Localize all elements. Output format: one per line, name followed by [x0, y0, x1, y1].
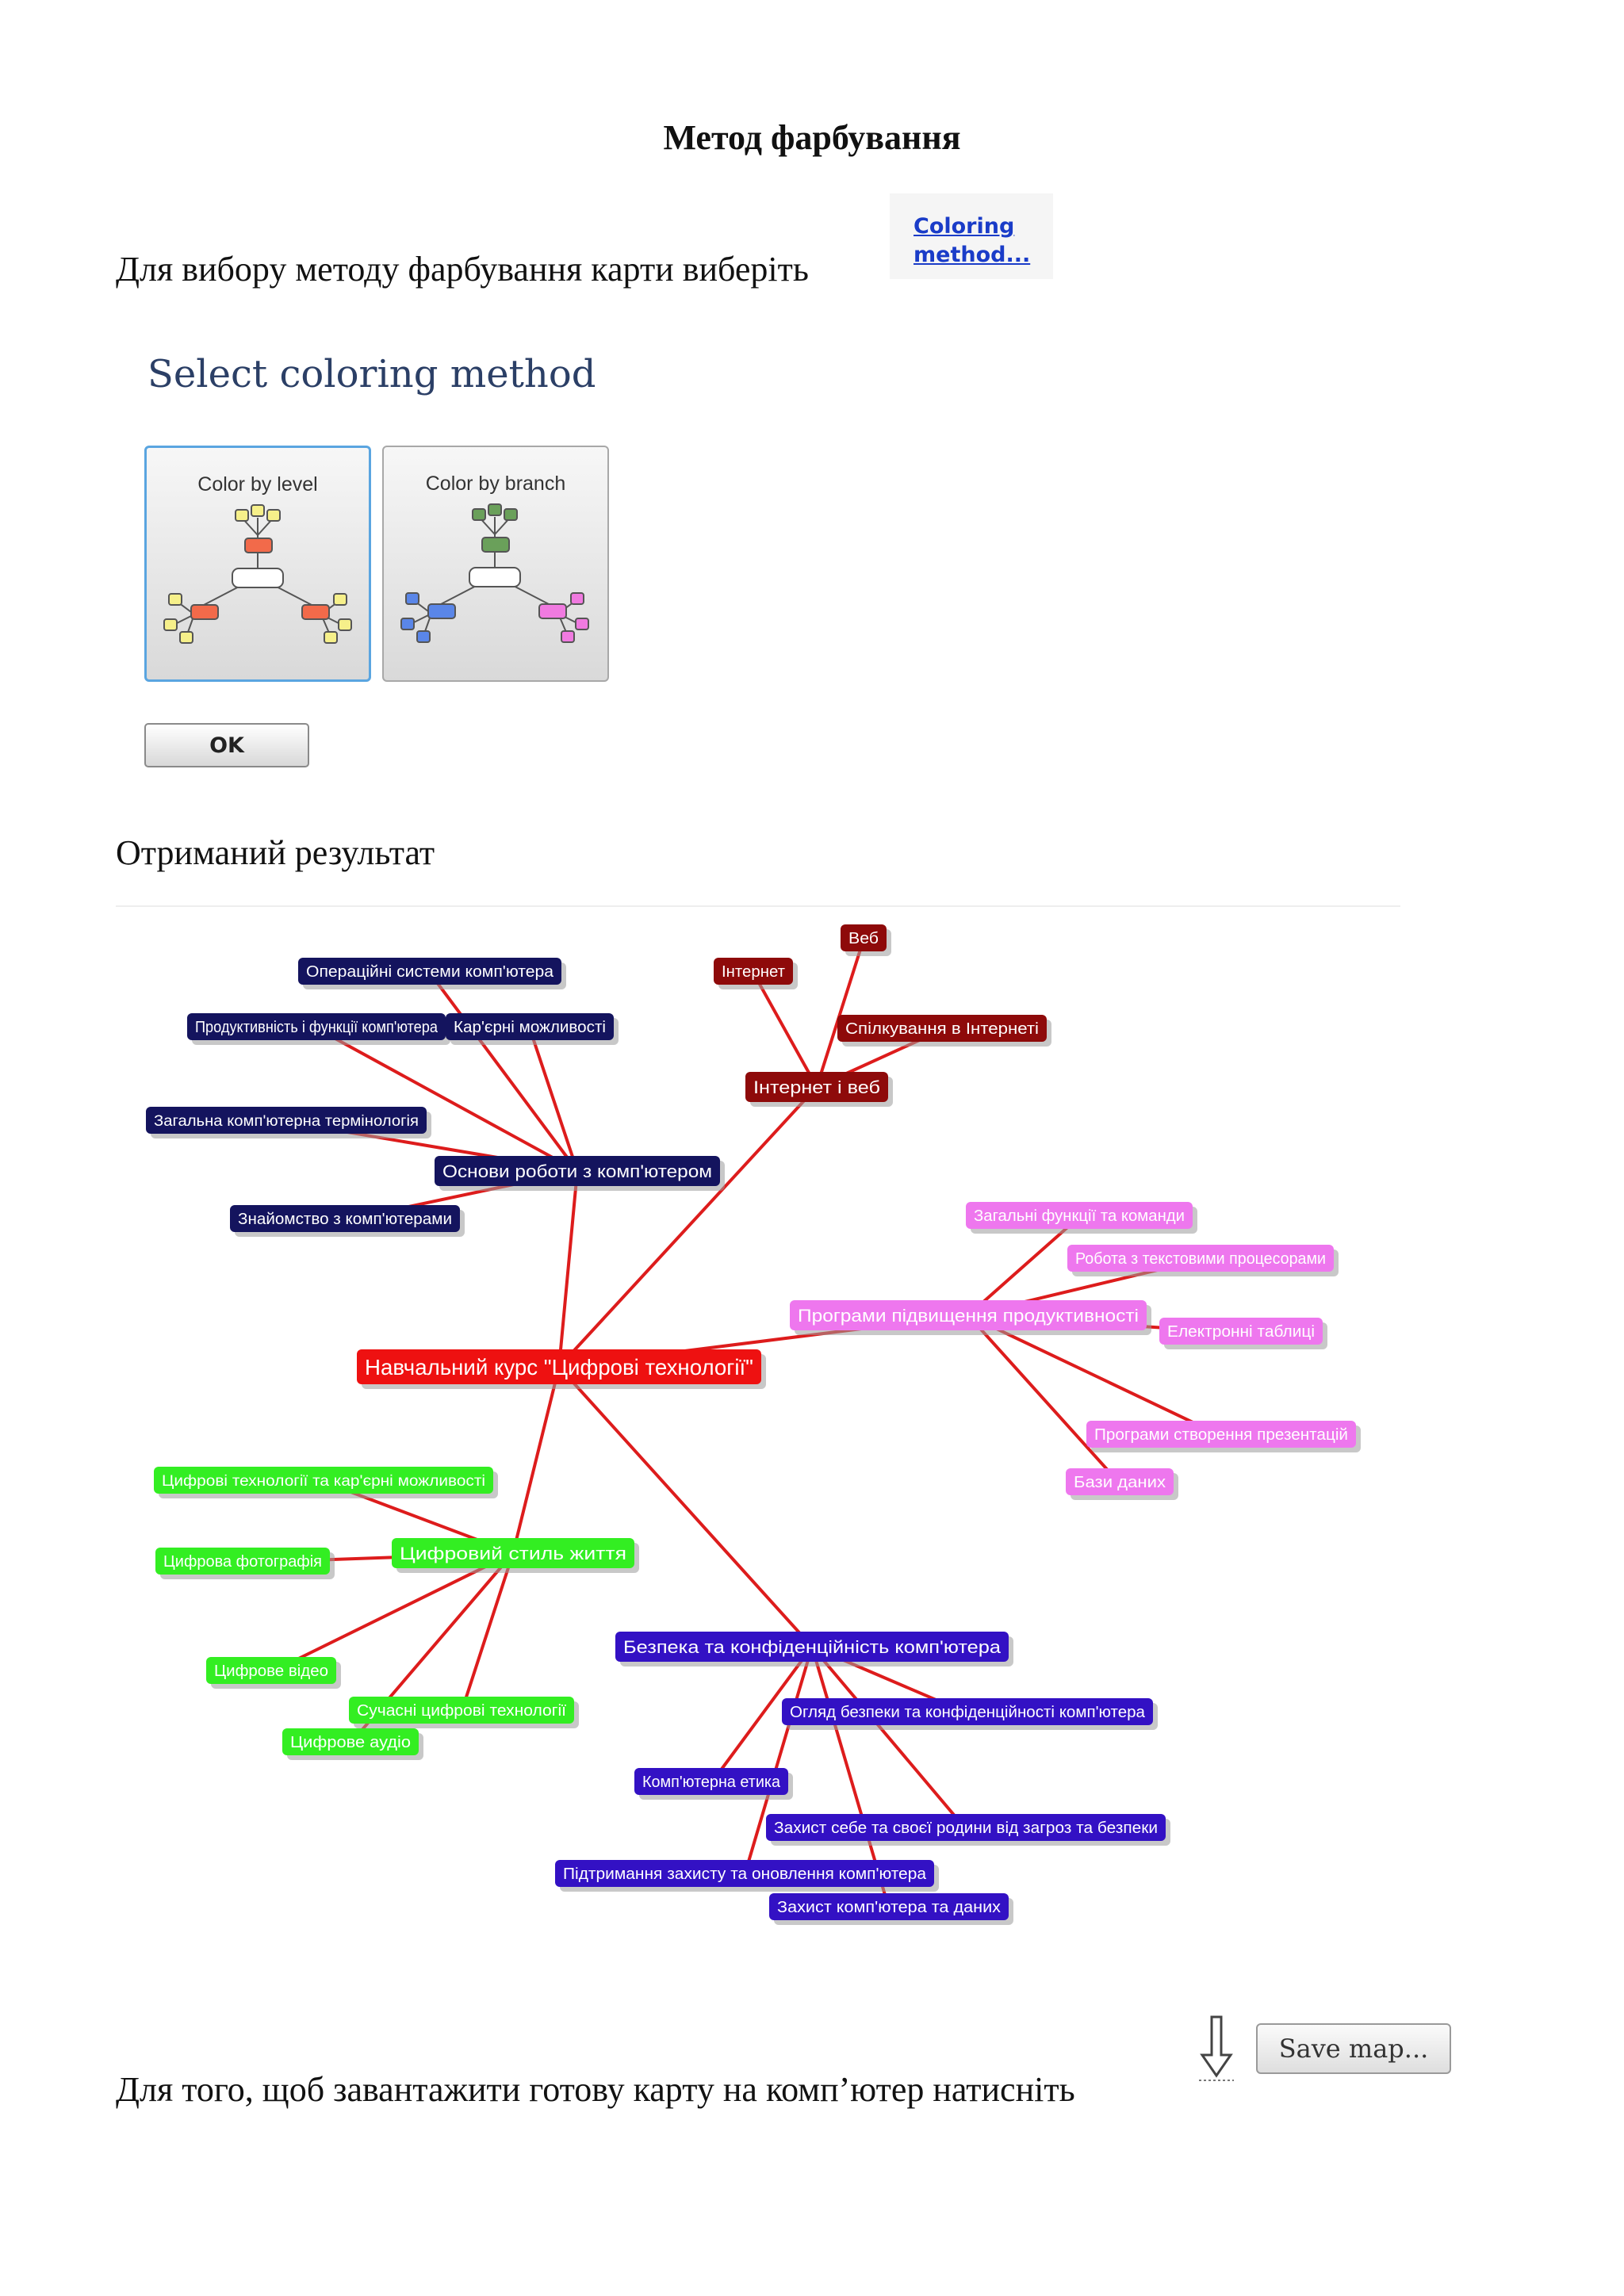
- save-map-button[interactable]: Save map...: [1256, 2023, 1451, 2074]
- mindmap-leaf-node[interactable]: Загальна комп'ютерна термінологія: [146, 1107, 431, 1138]
- color-by-level-label: Color by level: [197, 473, 318, 496]
- mindmap-leaf-node[interactable]: Робота з текстовими процесорами: [1067, 1245, 1339, 1276]
- mindmap-leaf-node-label: Огляд безпеки та конфіденційності комп'ю…: [790, 1704, 1146, 1721]
- mindmap-leaf-node-label: Загальні функції та команди: [974, 1207, 1185, 1225]
- mindmap-leaf-node[interactable]: Електронні таблиці: [1159, 1318, 1327, 1349]
- mindmap-connector: [511, 1366, 561, 1554]
- mindmap-connector: [557, 1085, 818, 1368]
- mindmap-leaf-node[interactable]: Цифрова фотографія: [155, 1548, 335, 1579]
- mindmap-leaf-node[interactable]: Кар'єрні можливості: [446, 1013, 619, 1045]
- mindmap-leaf-node[interactable]: Операційні системи комп'ютера: [298, 958, 566, 989]
- mindmap-leaf-node-label: Комп'ютерна етика: [642, 1774, 781, 1791]
- mindmap-connector: [557, 1365, 814, 1648]
- mindmap-leaf-node[interactable]: Цифрове аудіо: [282, 1728, 423, 1760]
- mindmap-branch-node[interactable]: Цифровий стиль життя: [392, 1538, 639, 1573]
- mindmap-leaf-node-label: Електронні таблиці: [1167, 1323, 1315, 1341]
- color-by-level-option[interactable]: Color by level: [144, 446, 371, 682]
- mindmap-connector: [316, 1027, 578, 1173]
- mindmap-branch-node[interactable]: Основи роботи з комп'ютером: [435, 1156, 725, 1191]
- mindmap-leaf-node[interactable]: Загальні функції та команди: [966, 1202, 1197, 1234]
- mindmap-leaf-node-label: Загальна комп'ютерна термінологія: [154, 1113, 419, 1130]
- mindmap-leaf-node[interactable]: Захист себе та своєї родини від загроз т…: [766, 1814, 1170, 1846]
- mindmap-connector: [460, 1552, 515, 1712]
- mindmap-leaf-node[interactable]: Цифрове відео: [206, 1657, 341, 1689]
- mindmap-branch-node[interactable]: Програми підвищення продуктивності: [790, 1300, 1151, 1335]
- mindmap-leaf-node-label: Захист себе та своєї родини від загроз т…: [774, 1820, 1158, 1837]
- mindmap-connector: [967, 1314, 1222, 1437]
- mindmap-branch-node[interactable]: Безпека та конфіденційність комп'ютера: [615, 1632, 1013, 1667]
- mindmap-center-node[interactable]: Навчальний курс "Цифрові технології": [357, 1349, 766, 1389]
- color-by-level-icon: [163, 504, 352, 644]
- mindmap-leaf-node-label: Цифрова фотографія: [163, 1553, 322, 1571]
- mindmap-connector: [752, 972, 818, 1088]
- mindmap-leaf-node-label: Робота з текстовими процесорами: [1075, 1250, 1326, 1268]
- mindmap-leaf-node-label: Веб: [848, 930, 879, 947]
- mindmap-branch-node-label: Цифровий стиль життя: [400, 1544, 626, 1563]
- mindmap-branch-node-label: Програми підвищення продуктивності: [798, 1306, 1139, 1326]
- mindmap-leaf-node-label: Бази даних: [1074, 1474, 1166, 1491]
- mindmap-leaf-node-label: Операційні системи комп'ютера: [306, 963, 554, 981]
- mindmap-branch-node-label: Безпека та конфіденційність комп'ютера: [623, 1637, 1002, 1657]
- dialog-title: Select coloring method: [147, 352, 596, 396]
- mindmap-leaf-node-label: Знайомство з комп'ютерами: [238, 1211, 452, 1228]
- color-by-branch-option[interactable]: Color by branch: [382, 446, 609, 682]
- mindmap-leaf-node[interactable]: Огляд безпеки та конфіденційності комп'ю…: [782, 1698, 1158, 1730]
- mindmap-branch-node[interactable]: Інтернет і веб: [745, 1072, 893, 1107]
- mindmap-leaf-node-label: Продуктивність і функції комп'ютера: [195, 1019, 439, 1036]
- coloring-link-line2: method...: [914, 243, 1031, 267]
- mindmap-connector: [557, 1170, 579, 1368]
- ok-button[interactable]: OK: [144, 723, 309, 767]
- mindmap-leaf-node[interactable]: Сучасні цифрові технології: [349, 1697, 579, 1728]
- download-arrow-icon: [1199, 2015, 1234, 2081]
- mindmap-leaf-node[interactable]: Інтернет: [714, 958, 798, 989]
- mindmap-leaf-node-label: Спілкування в Інтернеті: [845, 1020, 1039, 1038]
- mindmap-panel: [116, 905, 1400, 1135]
- mindmap-leaf-node[interactable]: Захист комп'ютера та даних: [769, 1893, 1013, 1925]
- mindmap-leaf-node-label: Цифрове відео: [214, 1663, 328, 1680]
- mindmap-connector: [810, 1645, 967, 1831]
- mindmap-leaf-node[interactable]: Підтримання захисту та оновлення комп'ют…: [555, 1860, 939, 1892]
- mindmap-leaf-node[interactable]: Знайомство з комп'ютерами: [230, 1205, 465, 1237]
- color-by-branch-icon: [400, 503, 589, 643]
- intro-text: Для вибору методу фарбування карти вибер…: [116, 250, 809, 289]
- mindmap-leaf-node-label: Підтримання захисту та оновлення комп'ют…: [563, 1866, 927, 1883]
- mindmap-connector: [428, 971, 579, 1173]
- mindmap-leaf-node-label: Сучасні цифрові технології: [357, 1702, 566, 1720]
- mindmap-leaf-node-label: Захист комп'ютера та даних: [777, 1899, 1001, 1916]
- mindmap-connector: [743, 1646, 814, 1876]
- page-title: Метод фарбування: [663, 118, 961, 157]
- coloring-link-line1: Coloring: [914, 214, 1015, 239]
- mindmap-leaf-node[interactable]: Цифрові технології та кар'єрні можливост…: [154, 1467, 498, 1498]
- mindmap-leaf-node[interactable]: Бази даних: [1066, 1468, 1178, 1500]
- mindmap-branch-node-label: Інтернет і веб: [753, 1077, 880, 1097]
- mindmap-connector: [815, 939, 865, 1088]
- mindmap-branch-node-label: Основи роботи з комп'ютером: [442, 1161, 712, 1181]
- mindmap-leaf-node[interactable]: Продуктивність і функції комп'ютера: [187, 1013, 450, 1045]
- mindmap-leaf-node-label: Цифрові технології та кар'єрні можливост…: [162, 1473, 485, 1490]
- mindmap-leaf-node[interactable]: Веб: [841, 924, 891, 956]
- mindmap-connector: [710, 1645, 814, 1785]
- mindmap-leaf-node[interactable]: Комп'ютерна етика: [634, 1768, 793, 1800]
- mindmap-connector: [528, 1027, 579, 1172]
- mindmap-leaf-node-label: Цифрове аудіо: [290, 1734, 411, 1751]
- mindmap-leaf-node-label: Інтернет: [722, 963, 785, 981]
- mindmap-leaf-node-label: Кар'єрні можливості: [454, 1019, 606, 1036]
- mindmap-leaf-node[interactable]: Програми створення презентацій: [1086, 1421, 1361, 1452]
- color-by-branch-label: Color by branch: [425, 473, 566, 495]
- mindmap-leaf-node-label: Програми створення презентацій: [1094, 1426, 1348, 1444]
- download-text: Для того, щоб завантажити готову карту н…: [116, 2070, 1075, 2109]
- mindmap-center-node-label: Навчальний курс "Цифрові технології": [365, 1355, 753, 1380]
- mindmap-connector: [967, 1314, 1121, 1485]
- result-text: Отриманий результат: [116, 833, 435, 872]
- coloring-method-link[interactable]: Coloring method...: [890, 193, 1053, 279]
- mindmap-leaf-node[interactable]: Спілкування в Інтернеті: [837, 1015, 1051, 1047]
